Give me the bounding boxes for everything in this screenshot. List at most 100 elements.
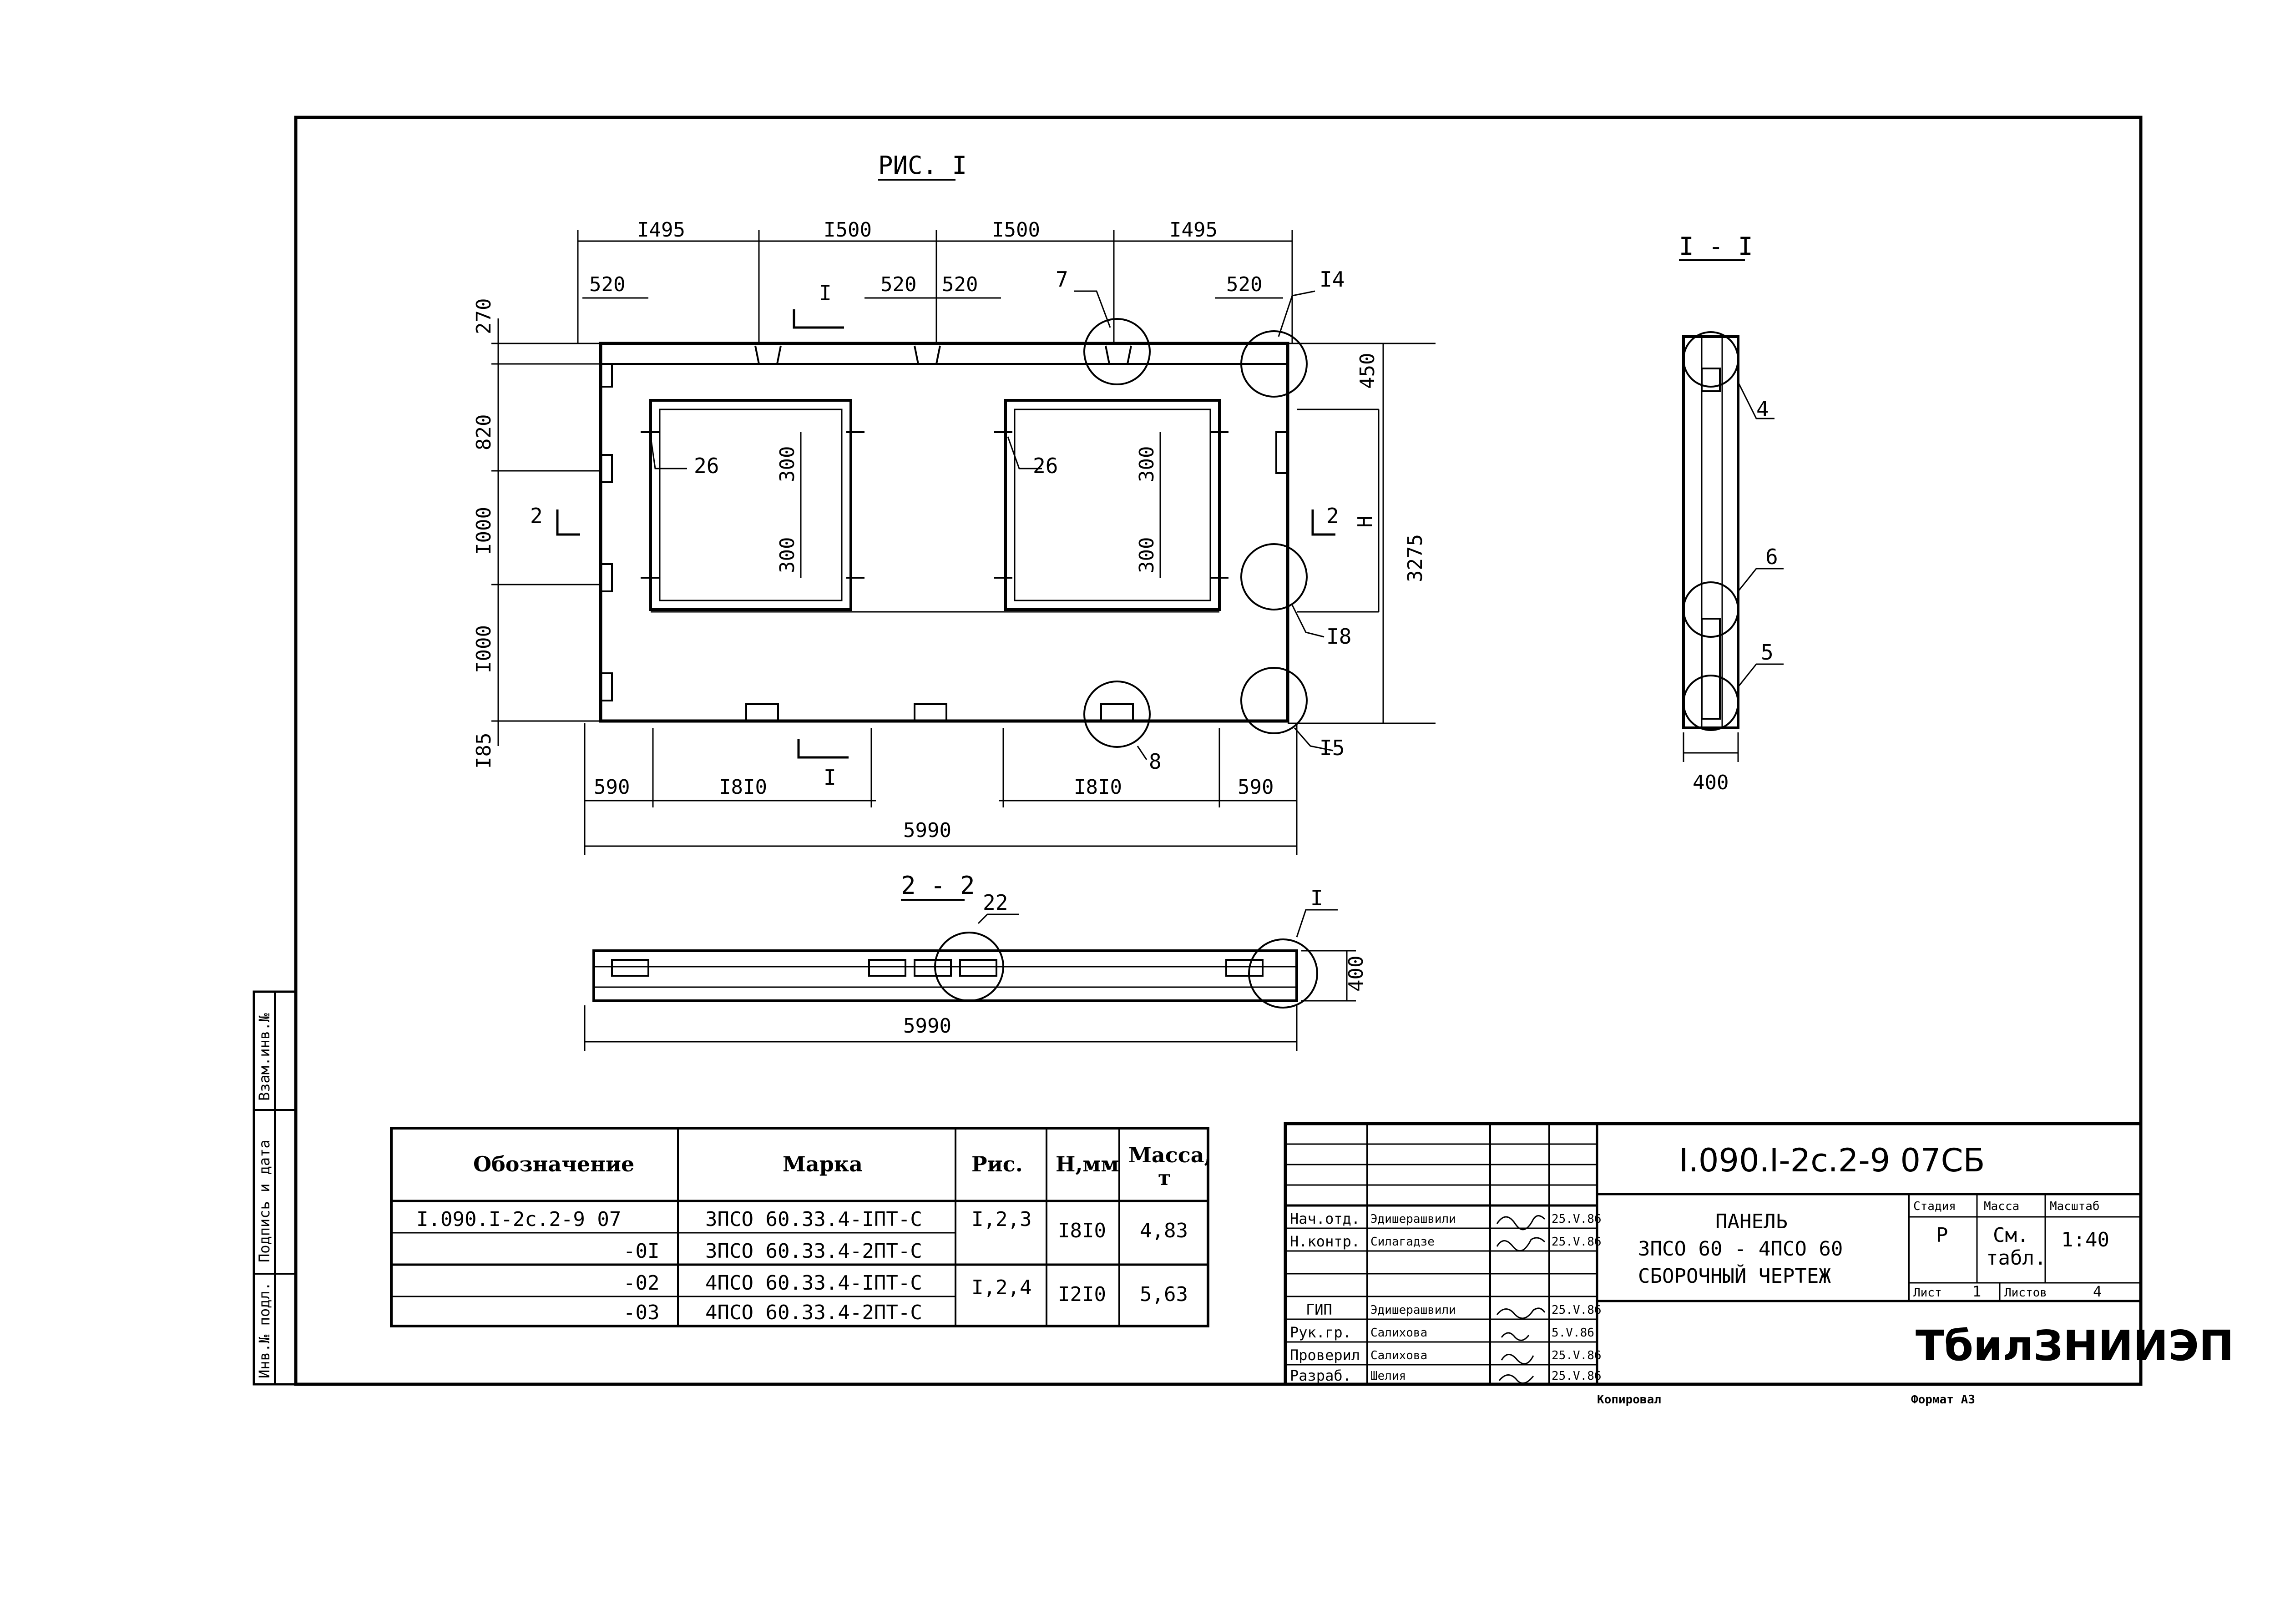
role-3-name: Эдишерашвили [1370, 1303, 1456, 1317]
role-4: Рук.гр. [1290, 1324, 1351, 1341]
top-dimension-chain [577, 230, 1293, 343]
section-arrows [556, 309, 1335, 759]
role-2-name: Силагадзе [1370, 1235, 1435, 1249]
dim-top-3: I500 [992, 218, 1040, 242]
dim-height-h: Н [1354, 516, 1377, 528]
spec-group-2-h: I2I0 [1058, 1283, 1106, 1306]
dim-inner-3: 300 [1135, 446, 1158, 482]
section-mark-i-top: I [819, 281, 832, 305]
spec-group-1-h: I8I0 [1058, 1219, 1106, 1242]
dim-left-4: I000 [472, 625, 495, 673]
dim-sub-3: 520 [942, 273, 978, 296]
callout-7: 7 [1056, 267, 1068, 292]
dim-right-3275: 3275 [1404, 534, 1427, 582]
dim-inner-2: 300 [776, 537, 799, 573]
role-1: Нач.отд. [1290, 1210, 1360, 1227]
left-dimension-chain [491, 318, 601, 746]
role-6-date: 25.V.86 [1552, 1369, 1602, 1383]
dim-sub-1: 520 [589, 273, 625, 296]
role-3: ГИП [1306, 1301, 1332, 1318]
spec-group-1-mass: 4,83 [1140, 1219, 1188, 1242]
section-mark-i-bottom: I [824, 765, 836, 790]
dim-right-450: 450 [1356, 353, 1379, 389]
spec-row-2-designation: -0I [623, 1240, 659, 1263]
role-2-date: 25.V.86 [1552, 1235, 1602, 1249]
stage-label: Стадия [1913, 1200, 1956, 1213]
bottom-dimension-chain [584, 723, 1298, 855]
stamp-substitute-inv: Взам.инв.№ [256, 1013, 273, 1101]
callout-8: 8 [1149, 749, 1162, 774]
sheets-value: 4 [2093, 1283, 2102, 1300]
role-1-date: 25.V.86 [1552, 1212, 1602, 1226]
signature-rows: Нач.отд. Эдишерашвили 25.V.86 Н.контр. С… [1290, 1210, 1602, 1384]
role-5-date: 25.V.86 [1552, 1349, 1602, 1362]
dim-inner-1: 300 [776, 446, 799, 482]
spec-group-2-fig: I,2,4 [971, 1276, 1031, 1299]
role-2: Н.контр. [1290, 1233, 1360, 1250]
right-dimension-chain [1288, 343, 1436, 724]
role-3-date: 25.V.86 [1552, 1303, 1602, 1317]
spec-row-2-mark: 3ПСО 60.33.4-2ПТ-С [705, 1240, 922, 1263]
footer-copied: Копировал [1597, 1393, 1661, 1407]
spec-header-fig: Рис. [971, 1152, 1023, 1176]
signature-scribbles [1496, 1215, 1546, 1384]
section-mark-2-right: 2 [1326, 504, 1339, 528]
callout-leaders [650, 290, 1334, 760]
stamp-original-inv: Инв.№ подл. [256, 1282, 273, 1378]
callout-14: I4 [1320, 267, 1345, 292]
footer-format: Формат А3 [1911, 1393, 1975, 1407]
dim-bottom-1: 590 [594, 776, 630, 799]
section-2-2-height: 400 [1345, 956, 1368, 992]
dim-left-2: 820 [472, 414, 495, 450]
fig-title: РИС. I [878, 151, 967, 180]
sheets-label: Листов [2004, 1286, 2047, 1300]
section-2-2-title: 2 - 2 [901, 871, 975, 900]
doc-name-line-1: ПАНЕЛЬ [1715, 1210, 1788, 1233]
dim-bottom-3: I8I0 [1074, 776, 1122, 799]
spec-row-4-mark: 4ПСО 60.33.4-2ПТ-С [705, 1301, 922, 1324]
doc-code: I.090.I-2с.2-9 07СБ [1679, 1142, 1985, 1179]
spec-header-h: Н,мм [1056, 1152, 1119, 1176]
sheet-value: 1 [1972, 1283, 1981, 1300]
sheet-frame [294, 116, 2143, 1386]
spec-header-mark: Марка [783, 1152, 863, 1176]
section-1-1-title: I - I [1679, 232, 1753, 261]
side-stamp: Взам.инв.№ Подпись и дата Инв.№ подл. [253, 990, 297, 1386]
sheet-label: Лист [1913, 1286, 1942, 1300]
dim-bottom-4: 590 [1238, 776, 1274, 799]
spec-header-mass-unit: т [1158, 1165, 1171, 1190]
callout-15: I5 [1320, 736, 1345, 760]
section-1-1-callout-6: 6 [1765, 545, 1778, 569]
dim-top-1: I495 [637, 218, 685, 242]
dim-sub-4: 520 [1226, 273, 1262, 296]
role-4-name: Салихова [1370, 1326, 1427, 1340]
role-5-name: Салихова [1370, 1349, 1427, 1362]
stamp-signature-date: Подпись и дата [256, 1140, 273, 1262]
callout-26-left: 26 [694, 454, 719, 478]
role-4-date: 5.V.86 [1552, 1326, 1594, 1340]
dim-left-3: I000 [472, 507, 495, 555]
spec-row-3-designation: -02 [623, 1271, 659, 1295]
stage-value: Р [1936, 1224, 1948, 1247]
section-1-1-width: 400 [1693, 771, 1729, 794]
section-2-2-total: 5990 [903, 1014, 951, 1038]
spec-row-4-designation: -03 [623, 1301, 659, 1324]
dim-bottom-2: I8I0 [719, 776, 767, 799]
mass-value-line-1: См. [1993, 1224, 2029, 1247]
callout-18: I8 [1326, 624, 1351, 649]
scale-label: Масштаб [2050, 1200, 2100, 1213]
spec-header-designation: Обозначение [473, 1152, 634, 1176]
role-1-name: Эдишерашвили [1370, 1212, 1456, 1226]
role-6-name: Шелия [1370, 1369, 1406, 1383]
role-5: Проверил [1290, 1347, 1360, 1364]
spec-group-2-mass: 5,63 [1140, 1283, 1188, 1306]
org-name: ТбилЗНИИЭП [1916, 1321, 2234, 1370]
mass-value-line-2: табл. [1986, 1246, 2046, 1270]
spec-row-3-mark: 4ПСО 60.33.4-IПТ-С [705, 1271, 922, 1295]
inner-dim-lines [800, 432, 1161, 578]
dim-sub-2: 520 [880, 273, 916, 296]
doc-name-line-2: 3ПСО 60 - 4ПСО 60 [1638, 1237, 1843, 1261]
section-1-1-view [1682, 331, 1784, 762]
spec-header-mass: Масса, [1128, 1143, 1212, 1167]
